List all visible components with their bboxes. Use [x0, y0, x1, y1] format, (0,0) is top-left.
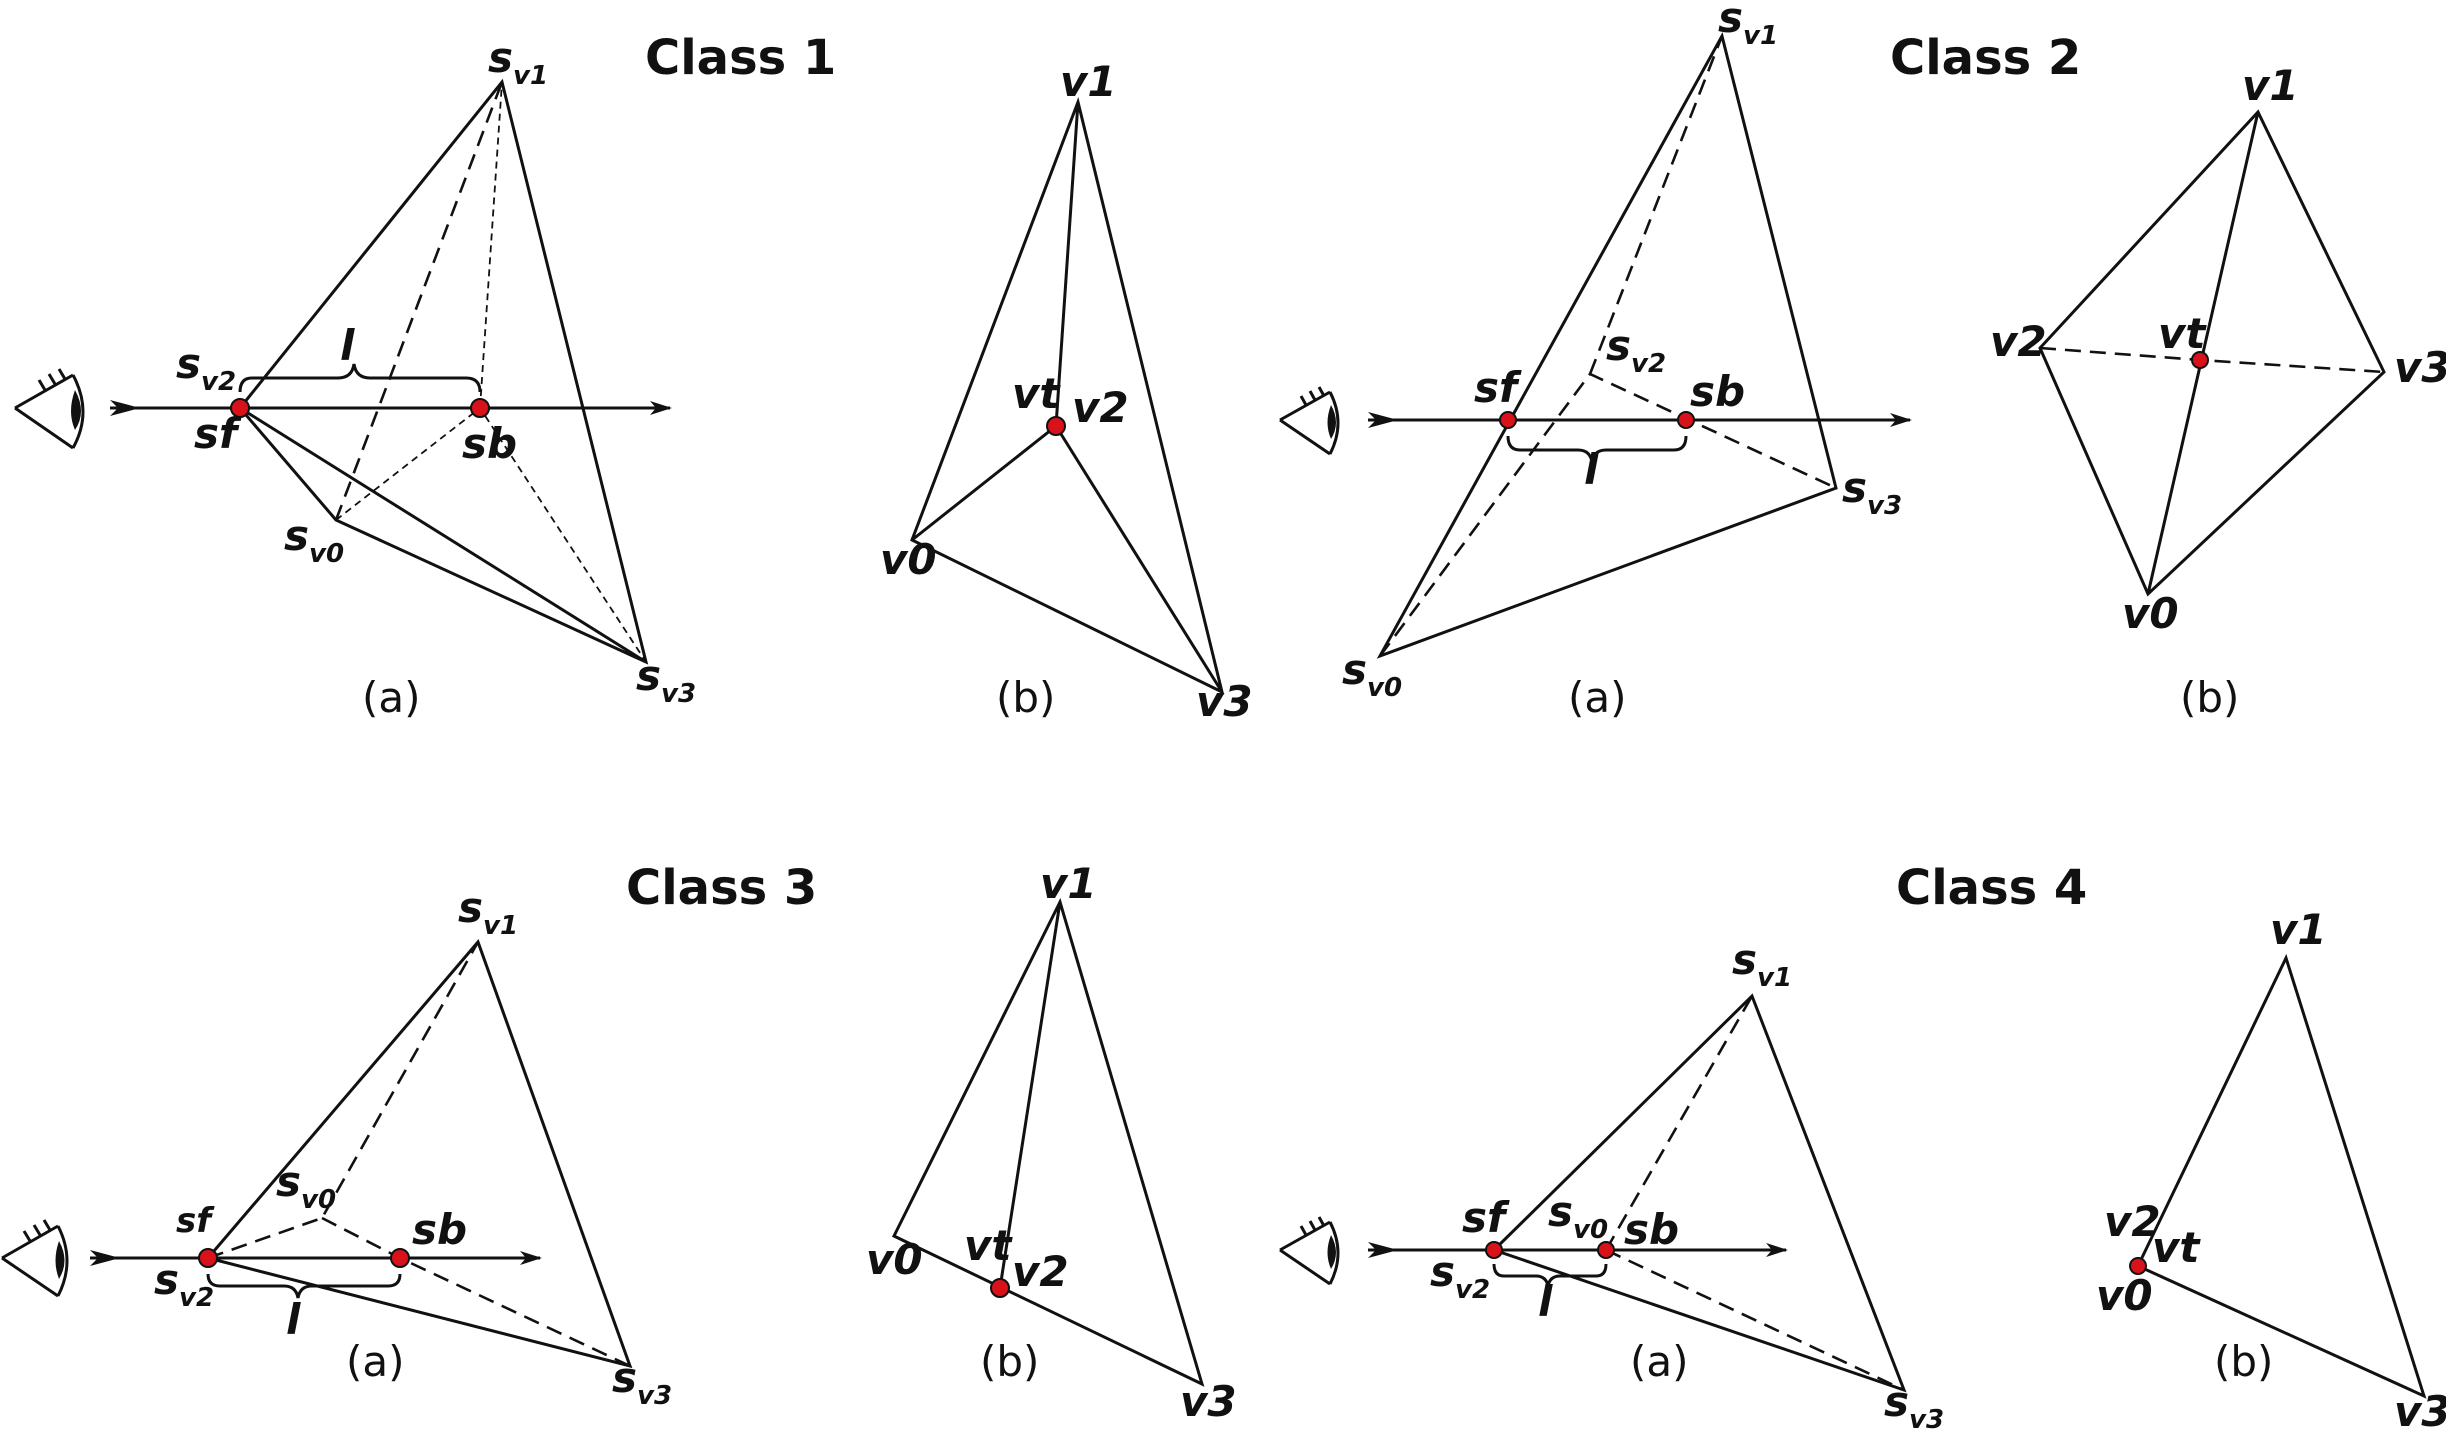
label-s-sub3: sv3: [1884, 1377, 1944, 1433]
label-v2: v2: [1990, 317, 2047, 366]
eye-icon: [14, 368, 85, 450]
label-v0: v0: [866, 1235, 923, 1284]
label-vt: vt: [1012, 369, 1061, 418]
class-2-title: Class 2: [1890, 30, 2081, 86]
label-sf: sf: [194, 409, 242, 458]
sb-point: [390, 1248, 410, 1268]
label-v1: v1: [1060, 57, 1117, 106]
label-v1: v1: [2242, 61, 2299, 110]
sf-point: [1485, 1241, 1503, 1259]
class-2-diagram-b: v1 v2 vt v3 v0 (b): [1990, 61, 2446, 722]
vt-point: [2129, 1257, 2147, 1275]
class-4-title: Class 4: [1896, 860, 2087, 916]
label-l: l: [1538, 1277, 1553, 1326]
class-4-diagram-a: sv1 sf sv0 sb sv2 l sv3 (a): [1279, 935, 1944, 1433]
label-sb: sb: [412, 1205, 467, 1254]
label-sf: sf: [176, 1201, 215, 1241]
label-v2: v2: [1072, 383, 1129, 432]
label-s-sub1: sv1: [488, 33, 548, 91]
class-1-caption-a: (a): [362, 673, 421, 722]
label-s-sub0: sv0: [284, 511, 344, 569]
label-s-sub3: sv3: [612, 1353, 672, 1411]
class-3-diagram-b: v1 v0 vt v2 v3 (b): [866, 859, 1237, 1426]
label-v3: v3: [2394, 1387, 2446, 1433]
label-s-sub2: sv2: [154, 1255, 214, 1313]
class-1-title: Class 1: [645, 30, 836, 86]
sf-point: [198, 1248, 218, 1268]
class-1-panel: Class 1 sv1 sv2 sf sb l sv0 sv3 (a): [14, 30, 1253, 726]
label-s-sub0: sv0: [276, 1157, 336, 1215]
class-3-diagram-a: sv1 sv0 sf sb sv2 l sv3 (a): [1, 883, 672, 1411]
vt-point: [990, 1278, 1010, 1298]
sb-point: [1677, 411, 1695, 429]
label-s-sub2: sv2: [1430, 1247, 1490, 1305]
label-v0: v0: [2096, 1271, 2153, 1320]
label-v3: v3: [2394, 343, 2446, 392]
label-vt: vt: [2152, 1223, 2201, 1272]
class-2-diagram-a: sv1 sv2 sf sb l sv3 sv0 (a): [1279, 0, 1912, 722]
class-4-caption-a: (a): [1630, 1337, 1689, 1386]
label-s-sub3: sv3: [636, 651, 696, 709]
label-v0: v0: [880, 535, 937, 584]
class-1-diagram-b: v1 vt v2 v0 v3 (b): [880, 57, 1253, 726]
label-v1: v1: [2270, 905, 2327, 954]
label-v0: v0: [2122, 589, 2179, 638]
eye-icon: [1279, 386, 1340, 456]
label-l: l: [1584, 445, 1599, 494]
label-s-sub2: sv2: [1606, 321, 1666, 379]
label-s-sub3: sv3: [1842, 463, 1902, 521]
label-v2: v2: [2104, 1197, 2161, 1246]
sb-point: [1597, 1241, 1615, 1259]
class-3-caption-b: (b): [980, 1337, 1039, 1386]
vt-point: [1046, 416, 1066, 436]
class-3-panel: Class 3 sv1 sv0 sf sb sv2 l sv3 (a): [1, 859, 1237, 1426]
class-4-panel: Class 4 sv1 sf sv0 sb sv2 l sv3 (a): [1279, 860, 2446, 1433]
label-s-sub1: sv1: [458, 883, 518, 941]
label-sb: sb: [1690, 367, 1745, 416]
label-s-sub0: sv0: [1548, 1187, 1608, 1245]
sb-point: [470, 398, 490, 418]
class-4-caption-b: (b): [2214, 1337, 2273, 1386]
label-s-sub1: sv1: [1718, 0, 1778, 51]
class-2-caption-a: (a): [1568, 673, 1627, 722]
label-s-sub1: sv1: [1732, 935, 1792, 993]
label-sf: sf: [1474, 363, 1522, 412]
class-1-diagram-a: sv1 sv2 sf sb l sv0 sv3 (a): [14, 33, 696, 722]
class-1-caption-b: (b): [996, 673, 1055, 722]
sf-point: [230, 398, 250, 418]
label-l: l: [340, 321, 355, 370]
class-3-caption-a: (a): [346, 1337, 405, 1386]
eye-icon: [1279, 1216, 1340, 1286]
class-4-diagram-b: v1 v2 vt v0 v3 (b): [2096, 905, 2446, 1433]
class-2-caption-b: (b): [2180, 673, 2239, 722]
label-v2: v2: [1012, 1247, 1069, 1296]
label-v1: v1: [1040, 859, 1097, 908]
label-sb: sb: [462, 419, 517, 468]
label-l: l: [286, 1295, 301, 1344]
label-vt: vt: [964, 1221, 1013, 1270]
label-sb: sb: [1624, 1205, 1679, 1254]
label-vt: vt: [2158, 309, 2207, 358]
vt-point: [2191, 351, 2209, 369]
label-sf: sf: [1462, 1193, 1510, 1242]
eye-icon: [1, 1219, 69, 1298]
label-s-sub2: sv2: [176, 339, 236, 397]
label-v3: v3: [1180, 1377, 1237, 1426]
sf-point: [1499, 411, 1517, 429]
label-s-sub0: sv0: [1342, 645, 1402, 703]
class-3-title: Class 3: [626, 860, 817, 916]
label-v3: v3: [1196, 677, 1253, 726]
class-2-panel: Class 2 sv1 sv2 sf sb l sv3 sv0 (a): [1279, 0, 2446, 722]
